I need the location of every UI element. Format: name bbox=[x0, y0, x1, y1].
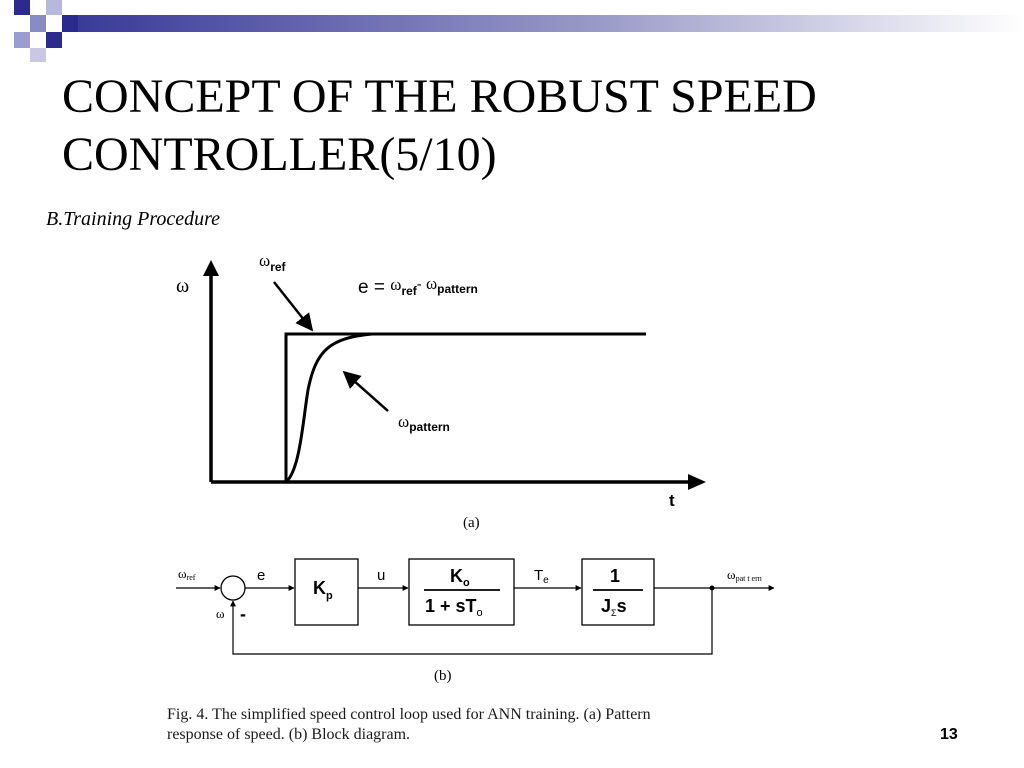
caption-line-2: response of speed. (b) Block diagram. bbox=[167, 726, 411, 743]
equation-omega-2: ω bbox=[426, 274, 437, 293]
deco-square bbox=[14, 0, 30, 15]
minus-sign: - bbox=[240, 604, 246, 624]
ko-denominator: 1 + sTo bbox=[425, 596, 483, 619]
deco-square bbox=[62, 15, 78, 32]
deco-square bbox=[46, 0, 62, 15]
error-equation: e = ωref- ωpattern bbox=[358, 274, 478, 298]
kp-block-label: Kp bbox=[313, 578, 333, 602]
inertia-den-subscript: Σ bbox=[611, 608, 617, 618]
error-signal-label: e bbox=[257, 567, 265, 584]
deco-square bbox=[14, 32, 30, 48]
header-decoration bbox=[14, 0, 1024, 62]
omega-ref-step-curve bbox=[284, 332, 646, 482]
output-omega-pattern-label: ωpat t ern bbox=[727, 567, 762, 583]
inertia-numerator: 1 bbox=[610, 566, 620, 586]
omega-pattern-subscript: pattern bbox=[409, 420, 450, 434]
panel-b-label: (b) bbox=[434, 668, 452, 684]
inertia-block bbox=[581, 558, 655, 626]
figure-caption: Fig. 4. The simplified speed control loo… bbox=[167, 705, 807, 745]
u-signal-label: u bbox=[377, 567, 385, 584]
panel-a-pattern-response: ω t ωref e = ωref- ωpattern ωpattern (a) bbox=[176, 251, 706, 531]
ko-den-subscript: o bbox=[477, 607, 483, 619]
slide-title: CONCEPT OF THE ROBUST SPEED CONTROLLER(5… bbox=[62, 68, 1002, 184]
x-axis-arrowhead bbox=[688, 474, 706, 490]
omega-ref-pointer-arrow bbox=[273, 281, 314, 332]
output-omega-symbol: ω bbox=[727, 567, 736, 582]
equation-sub-1: ref bbox=[401, 284, 417, 298]
ko-numerator: Ko bbox=[450, 566, 470, 589]
feedback-omega-label: ω bbox=[216, 606, 225, 621]
title-line-1: CONCEPT OF THE ROBUST SPEED bbox=[62, 70, 817, 123]
panel-a-label: (a) bbox=[463, 515, 480, 531]
feedback-path-line bbox=[230, 588, 713, 655]
panel-b-block-diagram: ωref e Kp u Ko 1 + sTo Te 1 JΣs bbox=[176, 558, 775, 684]
title-line-2: CONTROLLER(5/10) bbox=[62, 128, 497, 181]
page-number: 13 bbox=[940, 726, 958, 743]
kp-main: K bbox=[313, 578, 326, 598]
input-omega-subscript: ref bbox=[187, 573, 196, 582]
omega-ref-symbol: ω bbox=[259, 251, 270, 270]
omega-pattern-label: ωpattern bbox=[398, 412, 450, 434]
ko-num-subscript: o bbox=[463, 577, 470, 589]
y-axis-label: ω bbox=[176, 275, 189, 297]
input-omega-symbol: ω bbox=[178, 566, 187, 581]
kp-subscript: p bbox=[326, 590, 333, 602]
input-omega-ref-label: ωref bbox=[178, 566, 196, 582]
ko-den-main: 1 + sT bbox=[425, 596, 477, 616]
equation-minus: - bbox=[417, 276, 426, 293]
deco-square bbox=[30, 15, 46, 32]
inertia-den-s: s bbox=[617, 596, 627, 616]
omega-pattern-pointer-arrow bbox=[342, 370, 389, 412]
inertia-denominator: JΣs bbox=[601, 596, 627, 618]
ko-num-main: K bbox=[450, 566, 463, 586]
equation-lhs: e = bbox=[358, 277, 390, 298]
output-omega-subscript: pat t ern bbox=[736, 574, 762, 583]
equation-omega-1: ω bbox=[390, 275, 401, 294]
x-axis-label: t bbox=[669, 491, 675, 510]
section-subtitle: B.Training Procedure bbox=[46, 208, 221, 230]
te-subscript: e bbox=[543, 575, 549, 586]
omega-ref-label: ωref bbox=[259, 251, 287, 274]
omega-ref-subscript: ref bbox=[270, 260, 286, 274]
kp-gain-block bbox=[294, 558, 359, 626]
te-signal-label: Te bbox=[534, 567, 549, 586]
header-gradient-bar bbox=[78, 15, 1024, 32]
deco-square bbox=[30, 48, 46, 62]
omega-pattern-symbol: ω bbox=[398, 412, 409, 431]
deco-square bbox=[46, 32, 62, 48]
summing-junction bbox=[220, 575, 246, 601]
caption-line-1: Fig. 4. The simplified speed control loo… bbox=[167, 706, 651, 723]
inertia-den-main: J bbox=[601, 596, 611, 616]
te-main: T bbox=[534, 567, 543, 584]
y-axis-arrowhead bbox=[203, 260, 219, 276]
equation-sub-2: pattern bbox=[437, 282, 478, 296]
ko-transfer-block bbox=[408, 558, 515, 626]
omega-pattern-curve bbox=[284, 332, 373, 484]
